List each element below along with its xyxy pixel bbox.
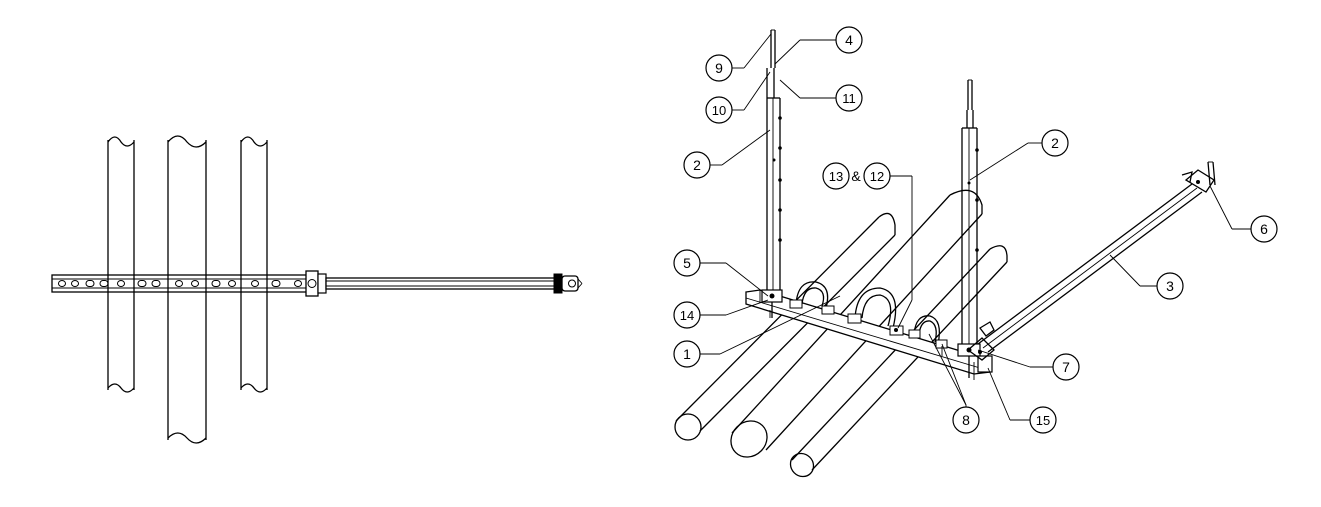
callout-10: 10 — [705, 96, 733, 124]
callout-4: 4 — [835, 26, 863, 54]
top-view-end-attachment — [553, 273, 583, 294]
iso-hanger-right — [957, 79, 981, 378]
leader-lines — [700, 33, 1251, 421]
callout-1-label: 1 — [683, 346, 691, 362]
iso-clamp-2 — [847, 287, 904, 336]
callout-6-label: 6 — [1260, 221, 1268, 237]
callout-11-label: 11 — [842, 91, 856, 106]
callout-14: 14 — [673, 301, 701, 329]
callout-13-and-12: 13 & 12 — [822, 162, 912, 190]
callout-2-right: 2 — [1041, 129, 1069, 157]
callout-14-label: 14 — [680, 308, 694, 323]
top-view — [51, 135, 583, 444]
callout-15-label: 15 — [1036, 413, 1050, 428]
top-view-pipe-3 — [240, 136, 268, 393]
iso-clamp-3 — [908, 315, 948, 349]
callout-5: 5 — [673, 249, 701, 277]
iso-channel — [745, 289, 993, 380]
callout-12-label: 12 — [870, 169, 884, 184]
callout-10-label: 10 — [712, 103, 726, 118]
iso-clamp-1 — [789, 281, 835, 315]
iso-pipe-3 — [789, 245, 1008, 478]
callout-9: 9 — [705, 54, 733, 82]
callout-1: 1 — [673, 340, 701, 368]
top-view-channel — [51, 274, 313, 293]
iso-brace — [966, 161, 1216, 361]
callout-7-label: 7 — [1062, 359, 1070, 375]
callout-8: 8 — [952, 406, 980, 434]
callout-2-right-label: 2 — [1051, 135, 1059, 151]
callout-2-left-label: 2 — [693, 157, 701, 173]
callout-6: 6 — [1250, 215, 1278, 243]
callout-4-label: 4 — [845, 32, 853, 48]
callout-7: 7 — [1052, 353, 1080, 381]
top-view-brace — [325, 277, 557, 290]
callout-15: 15 — [1029, 406, 1057, 434]
iso-pipe-1 — [674, 212, 896, 441]
top-view-connector — [305, 270, 327, 297]
iso-hanger-left — [761, 29, 783, 318]
callout-3: 3 — [1156, 272, 1184, 300]
callout-2-left: 2 — [683, 151, 711, 179]
channel-slots — [58, 280, 302, 287]
top-view-pipe-1 — [107, 136, 135, 393]
callout-ampersand: & — [851, 168, 861, 184]
iso-view — [674, 29, 1216, 478]
callout-13-label: 13 — [829, 169, 843, 184]
callout-8-label: 8 — [962, 412, 970, 428]
callout-5-label: 5 — [683, 255, 691, 271]
callout-11: 11 — [835, 84, 863, 112]
callout-9-label: 9 — [715, 60, 723, 76]
callout-3-label: 3 — [1166, 278, 1174, 294]
